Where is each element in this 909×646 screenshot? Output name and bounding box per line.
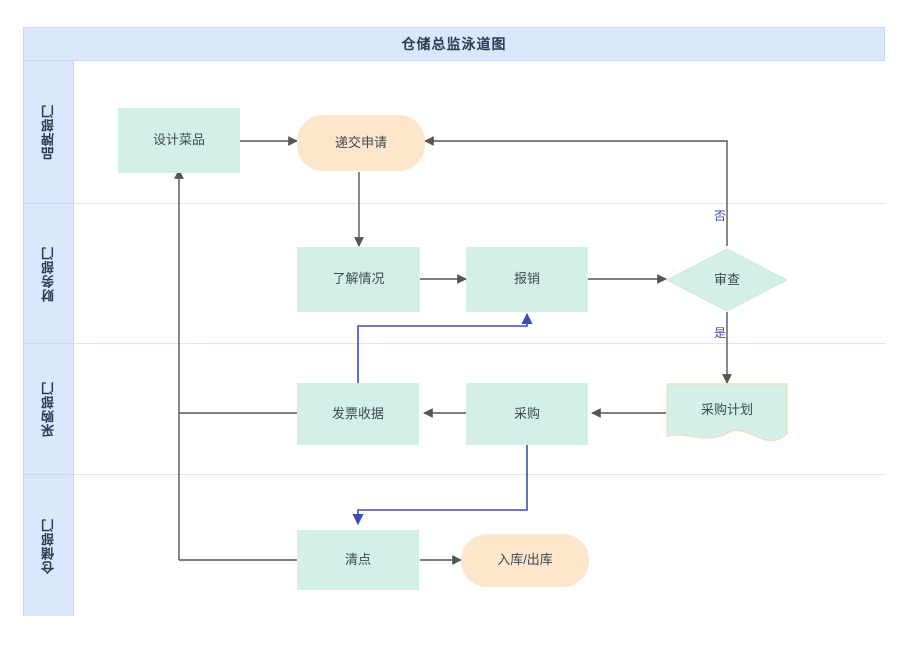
- node-review-decision-label: 审查: [713, 271, 740, 287]
- node-design-dish-label: 设计菜品: [152, 132, 205, 148]
- document-shape-icon: [666, 383, 788, 442]
- node-submit-request[interactable]: 递交申请: [297, 115, 425, 171]
- node-submit-request-label: 递交申请: [334, 134, 387, 150]
- lane-label-brand: 品牌部门: [41, 104, 56, 160]
- lane-header-warehouse[interactable]: 仓储部门: [24, 475, 73, 616]
- node-reimburse[interactable]: 报销: [466, 247, 588, 312]
- node-understand-situation[interactable]: 了解情况: [297, 247, 420, 312]
- lane-header-brand[interactable]: 品牌部门: [24, 61, 73, 204]
- node-in-out-storage-label: 入库/出库: [497, 552, 553, 568]
- lane-label-finance: 财务部门: [41, 245, 56, 302]
- diagram-title-bar: 仓储总监泳道图: [24, 28, 884, 61]
- lane-header-procurement[interactable]: 采购部门: [24, 344, 73, 475]
- lane-header-finance[interactable]: 财务部门: [24, 204, 73, 344]
- node-purchase-plan[interactable]: 采购计划: [666, 383, 788, 445]
- lane-label-warehouse: 仓储部门: [41, 517, 56, 574]
- node-in-out-storage[interactable]: 入库/出库: [461, 534, 589, 587]
- lane-label-procurement: 采购部门: [41, 381, 56, 437]
- page-title: 仓储总监泳道图: [401, 36, 507, 52]
- node-understand-situation-label: 了解情况: [332, 271, 385, 287]
- node-invoice-receipt-label: 发票收据: [331, 405, 384, 421]
- node-design-dish[interactable]: 设计菜品: [118, 108, 240, 173]
- node-invoice-receipt[interactable]: 发票收据: [297, 383, 419, 445]
- node-purchase-plan-label: 采购计划: [700, 401, 753, 417]
- node-count[interactable]: 清点: [297, 530, 419, 590]
- diamond-icon: [666, 248, 788, 312]
- node-review-decision[interactable]: 审查: [666, 248, 788, 312]
- node-purchase-label: 采购: [513, 405, 540, 421]
- node-purchase[interactable]: 采购: [466, 383, 588, 445]
- lane-header-divider: [73, 61, 74, 616]
- node-count-label: 清点: [344, 551, 371, 567]
- edge-label-yes: 是: [714, 326, 727, 340]
- node-reimburse-label: 报销: [513, 271, 540, 287]
- edge-label-no: 否: [714, 209, 727, 223]
